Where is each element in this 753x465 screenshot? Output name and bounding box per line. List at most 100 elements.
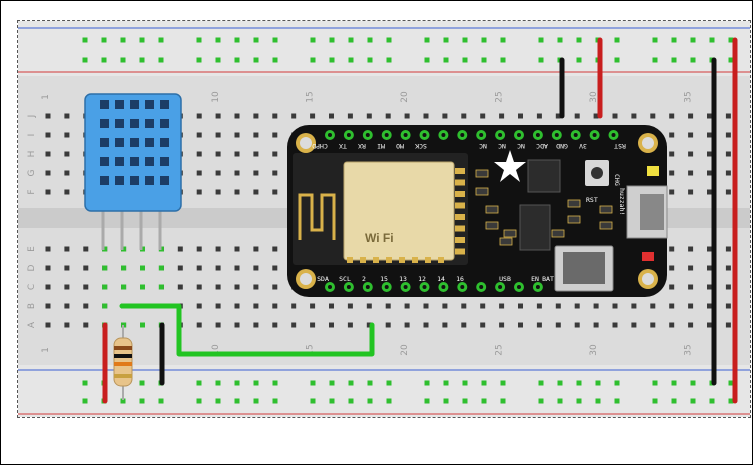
breadboard-hole xyxy=(461,113,467,119)
rail-hole xyxy=(101,37,107,43)
connected-hole xyxy=(140,322,145,328)
connected-hole xyxy=(140,265,145,271)
rail-hole xyxy=(671,37,677,43)
rail-hole xyxy=(481,57,487,63)
breadboard-hole xyxy=(45,151,51,157)
breadboard-hole xyxy=(725,284,731,290)
rail-hole xyxy=(310,57,316,63)
breadboard-hole xyxy=(83,303,89,309)
feather-pin-hole xyxy=(460,285,465,289)
breadboard-hole xyxy=(234,322,240,328)
wires xyxy=(102,37,738,404)
breadboard-hole xyxy=(215,189,221,195)
battery-connector-inner xyxy=(563,252,605,284)
rail-hole xyxy=(82,398,88,404)
breadboard-hole xyxy=(461,322,467,328)
sensor-body xyxy=(84,93,182,212)
feather-pin-hole xyxy=(441,285,446,289)
breadboard-hole xyxy=(480,322,486,328)
feather-pin-hole xyxy=(460,133,465,137)
rail-hole xyxy=(120,37,126,43)
feather-pin-hole xyxy=(403,133,408,137)
pin-label: RST xyxy=(614,142,626,150)
feather-pin-hole xyxy=(498,133,503,137)
pin-label: GND xyxy=(556,142,568,150)
breadboard-hole xyxy=(272,189,278,195)
rail-hole xyxy=(158,398,164,404)
grille-slot xyxy=(145,176,154,185)
breadboard-hole xyxy=(253,132,259,138)
connected-hole xyxy=(102,303,108,309)
rail-hole xyxy=(272,380,278,386)
breadboard-hole xyxy=(253,151,259,157)
breadboard-hole xyxy=(499,322,505,328)
rail-hole xyxy=(443,398,449,404)
breadboard-hole xyxy=(688,113,694,119)
rail-hole xyxy=(690,57,696,63)
breadboard-hole xyxy=(707,284,712,290)
rail-hole xyxy=(215,37,221,43)
breadboard-hole xyxy=(707,113,712,119)
breadboard-hole xyxy=(518,322,523,328)
rail-hole xyxy=(234,37,240,43)
row-letter: D xyxy=(27,264,37,271)
connected-hole xyxy=(102,284,108,290)
rail-hole xyxy=(614,57,620,63)
wifi-logo: Wi Fi xyxy=(365,231,394,245)
rail-hole xyxy=(386,57,392,63)
resistor[interactable] xyxy=(113,325,133,400)
mount-hole xyxy=(642,137,654,149)
breadboard-hole xyxy=(253,113,259,119)
breadboard-hole xyxy=(688,170,694,176)
grille-slot xyxy=(160,119,169,128)
rail-hole xyxy=(671,398,677,404)
rail-hole xyxy=(671,57,677,63)
breadboard-hole xyxy=(480,303,486,309)
breadboard-hole xyxy=(725,170,731,176)
module-pad xyxy=(373,257,379,263)
row-letter: J xyxy=(27,115,37,119)
breadboard-hole xyxy=(234,170,240,176)
grille-slot xyxy=(130,100,139,109)
module-pad xyxy=(455,225,465,232)
breadboard-hole xyxy=(272,284,278,290)
brand-label: huzzah! xyxy=(618,188,626,215)
green-wire[interactable] xyxy=(119,303,375,357)
rail-hole xyxy=(652,57,658,63)
breadboard-hole xyxy=(688,132,694,138)
breadboard-hole xyxy=(725,303,731,309)
smd-part xyxy=(485,205,499,214)
breadboard-hole xyxy=(45,113,51,119)
breadboard-hole xyxy=(234,113,240,119)
rail-hole xyxy=(424,380,430,386)
rail-hole xyxy=(120,57,126,63)
connected-hole xyxy=(121,246,127,252)
breadboard-hole xyxy=(555,113,561,119)
breadboard-hole xyxy=(574,113,580,119)
breadboard-hole xyxy=(725,265,731,271)
rail-hole xyxy=(614,380,620,386)
dht-sensor[interactable] xyxy=(84,93,182,250)
breadboard-hole xyxy=(196,284,202,290)
module-pad xyxy=(386,257,392,263)
rail-hole xyxy=(690,37,696,43)
breadboard-hole xyxy=(707,170,712,176)
antenna-trace xyxy=(298,193,336,240)
mount-hole xyxy=(300,273,312,285)
rail-hole xyxy=(348,57,354,63)
breadboard-hole xyxy=(196,322,202,328)
row-letter: I xyxy=(27,134,37,137)
grille-slot xyxy=(100,138,109,147)
rail-hole xyxy=(538,57,544,63)
connected-hole xyxy=(140,284,145,290)
breadboard-hole xyxy=(669,246,675,252)
breadboard-hole xyxy=(196,189,202,195)
rail-hole xyxy=(158,57,164,63)
breadboard-hole xyxy=(347,322,353,328)
feather-pin-hole xyxy=(611,133,616,137)
breadboard-hole xyxy=(234,284,240,290)
breadboard-hole xyxy=(669,170,675,176)
rail-hole xyxy=(500,57,506,63)
column-number: 10 xyxy=(211,91,221,103)
